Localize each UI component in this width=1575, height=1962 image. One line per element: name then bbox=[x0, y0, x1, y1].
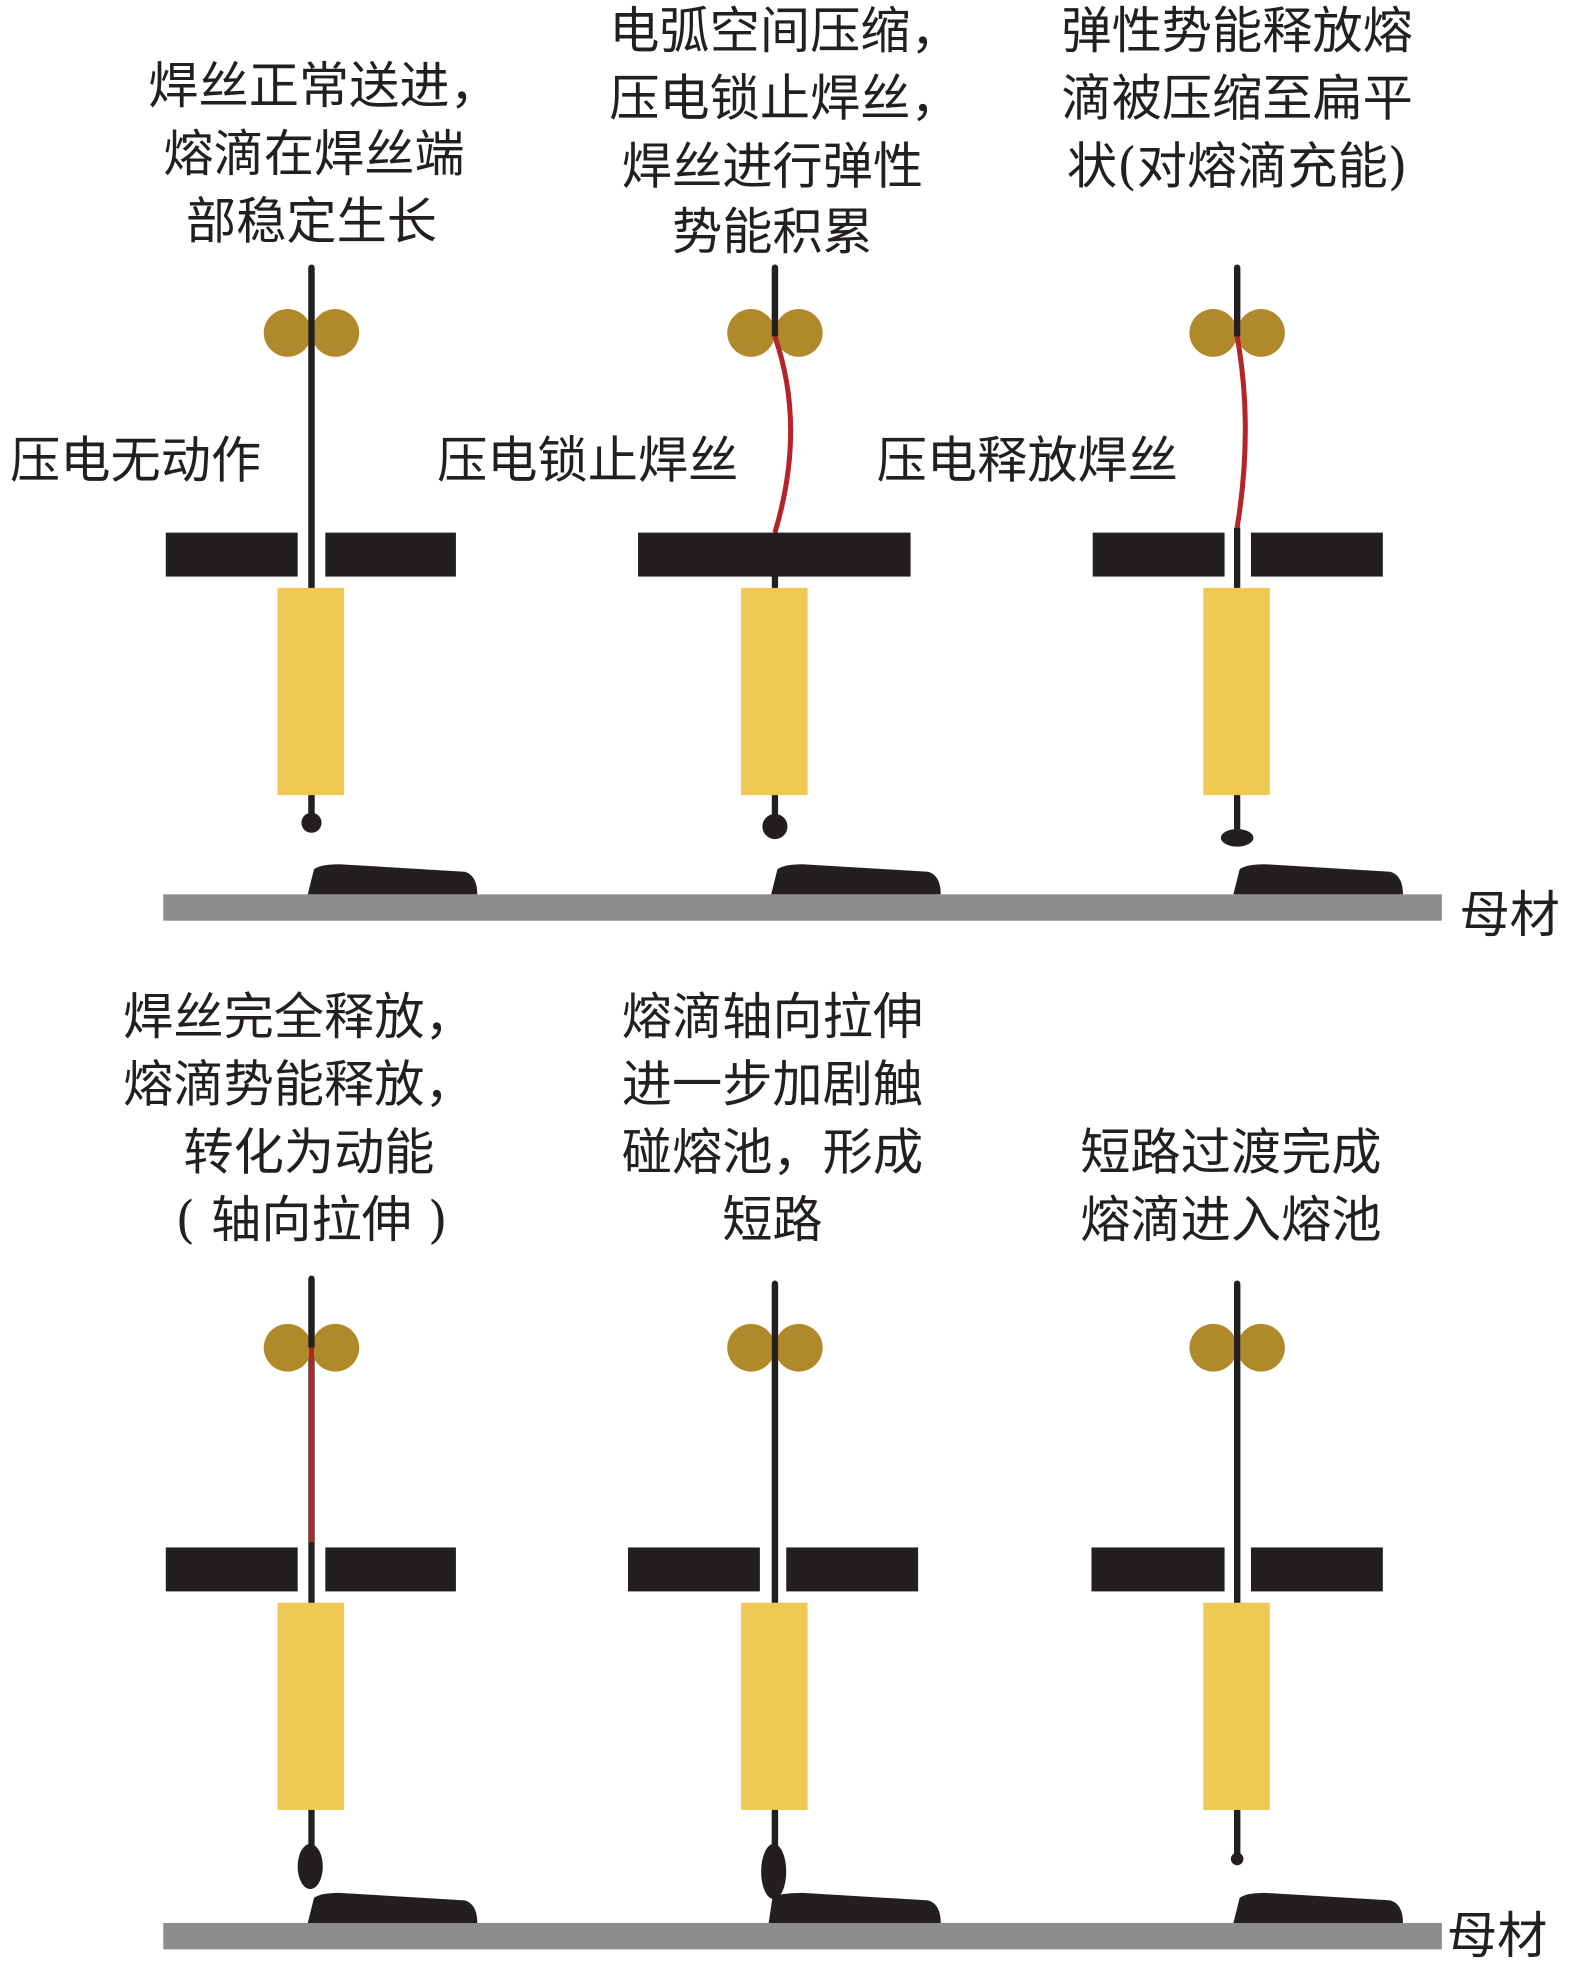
caption-top-2: 电弧空间压缩， 压电锁止焊丝， 焊丝进行弹性 势能积累 bbox=[609, 1, 961, 261]
caption-top-1: 焊丝正常送进， 熔滴在焊丝端 部稳定生长 bbox=[148, 56, 500, 251]
caption-line: 状(对熔滴充能) bbox=[1067, 136, 1408, 195]
releasing-wire bbox=[1234, 336, 1248, 528]
feed-roller bbox=[311, 309, 360, 357]
contact-tip bbox=[1203, 587, 1270, 796]
weld-pool bbox=[768, 1892, 941, 1923]
feed-roller bbox=[727, 1323, 775, 1372]
apparatus-top-1 bbox=[165, 264, 456, 833]
piezo-clamp bbox=[1250, 1547, 1383, 1592]
weld-pool bbox=[1233, 864, 1403, 895]
elongated-droplet bbox=[297, 1843, 323, 1890]
piezo-clamp bbox=[165, 532, 298, 577]
feed-roller bbox=[311, 1323, 360, 1372]
caption-line: 势能积累 bbox=[672, 202, 873, 261]
caption-line: 熔滴进入熔池 bbox=[1080, 1190, 1381, 1249]
contact-tip bbox=[277, 1602, 345, 1810]
apparatus-top-3 bbox=[1092, 264, 1383, 847]
caption-top-3: 弹性势能释放熔 滴被压缩至扁平 状(对熔滴充能) bbox=[1061, 1, 1413, 196]
caption-line: 焊丝进行弹性 bbox=[622, 136, 923, 195]
piezo-clamp bbox=[1091, 1547, 1225, 1592]
base-metal-top bbox=[163, 864, 1442, 921]
caption-line: 焊丝完全释放， bbox=[123, 987, 475, 1046]
contact-tip bbox=[741, 1602, 808, 1810]
caption-line: 熔滴轴向拉伸 bbox=[622, 987, 923, 1046]
base-plate bbox=[163, 894, 1442, 921]
piezo-clamp bbox=[1250, 532, 1383, 577]
contact-tip bbox=[741, 587, 808, 796]
feed-roller bbox=[1237, 309, 1285, 357]
caption-line: 电弧空间压缩， bbox=[609, 1, 961, 60]
piezo-clamp bbox=[325, 532, 456, 577]
caption-bottom-3: 短路过渡完成 熔滴进入熔池 bbox=[1080, 1122, 1381, 1249]
caption-line: 熔滴势能释放， bbox=[123, 1055, 475, 1114]
piezo-clamp bbox=[1092, 532, 1225, 577]
feed-roller bbox=[727, 309, 775, 357]
weld-pool bbox=[1233, 1892, 1403, 1923]
piezo-clamp bbox=[165, 1547, 298, 1592]
feed-roller bbox=[1237, 1323, 1285, 1372]
caption-line: 部稳定生长 bbox=[186, 192, 437, 251]
apparatus-top-2 bbox=[638, 264, 911, 840]
caption-line: 弹性势能释放熔 bbox=[1061, 1, 1413, 60]
caption-line: 进一步加剧触 bbox=[622, 1055, 923, 1114]
feed-roller bbox=[263, 1323, 312, 1372]
piezo-clamp bbox=[325, 1547, 456, 1592]
caption-bottom-1: 焊丝完全释放， 熔滴势能释放， 转化为动能 ( 轴向拉伸 ) bbox=[123, 987, 475, 1249]
base-metal-bottom bbox=[163, 1892, 1442, 1950]
weld-pool bbox=[307, 864, 478, 895]
contact-tip bbox=[277, 587, 345, 796]
feed-roller bbox=[1189, 309, 1238, 357]
buckled-wire bbox=[772, 335, 794, 534]
feed-roller bbox=[263, 309, 312, 357]
caption-line: ( 轴向拉伸 ) bbox=[175, 1190, 447, 1249]
caption-line: 熔滴在焊丝端 bbox=[163, 124, 464, 183]
weld-pool bbox=[771, 864, 941, 895]
side-label-3: 压电释放焊丝 bbox=[877, 430, 1178, 489]
feed-roller bbox=[1189, 1323, 1238, 1372]
droplet bbox=[762, 813, 788, 840]
wire-tip bbox=[1230, 1852, 1244, 1866]
short-circuit-droplet bbox=[761, 1843, 787, 1900]
side-label-2: 压电锁止焊丝 bbox=[437, 430, 738, 489]
droplet bbox=[301, 812, 322, 833]
contact-tip bbox=[1203, 1602, 1270, 1810]
caption-line: 转化为动能 bbox=[183, 1122, 434, 1181]
apparatus-bottom-3 bbox=[1091, 1280, 1383, 1866]
caption-bottom-2: 熔滴轴向拉伸 进一步加剧触 碰熔池，形成 短路 bbox=[622, 987, 923, 1249]
flattened-droplet bbox=[1220, 829, 1254, 847]
base-plate bbox=[163, 1922, 1442, 1950]
caption-line: 碰熔池，形成 bbox=[622, 1122, 923, 1181]
piezo-clamp bbox=[786, 1547, 919, 1592]
caption-line: 焊丝正常送进， bbox=[148, 56, 500, 115]
feed-roller bbox=[774, 309, 823, 357]
side-label-1: 压电无动作 bbox=[10, 430, 261, 489]
caption-line: 短路 bbox=[722, 1190, 822, 1249]
base-metal-label-bottom: 母材 bbox=[1447, 1906, 1547, 1962]
feed-roller bbox=[774, 1323, 823, 1372]
piezo-clamp bbox=[627, 1547, 760, 1592]
weld-pool bbox=[307, 1892, 478, 1923]
caption-line: 短路过渡完成 bbox=[1080, 1122, 1381, 1181]
apparatus-bottom-1 bbox=[165, 1275, 456, 1890]
caption-line: 压电锁止焊丝， bbox=[609, 69, 961, 128]
caption-line: 滴被压缩至扁平 bbox=[1061, 69, 1413, 128]
base-metal-label-top: 母材 bbox=[1459, 885, 1559, 944]
apparatus-bottom-2 bbox=[627, 1280, 919, 1900]
